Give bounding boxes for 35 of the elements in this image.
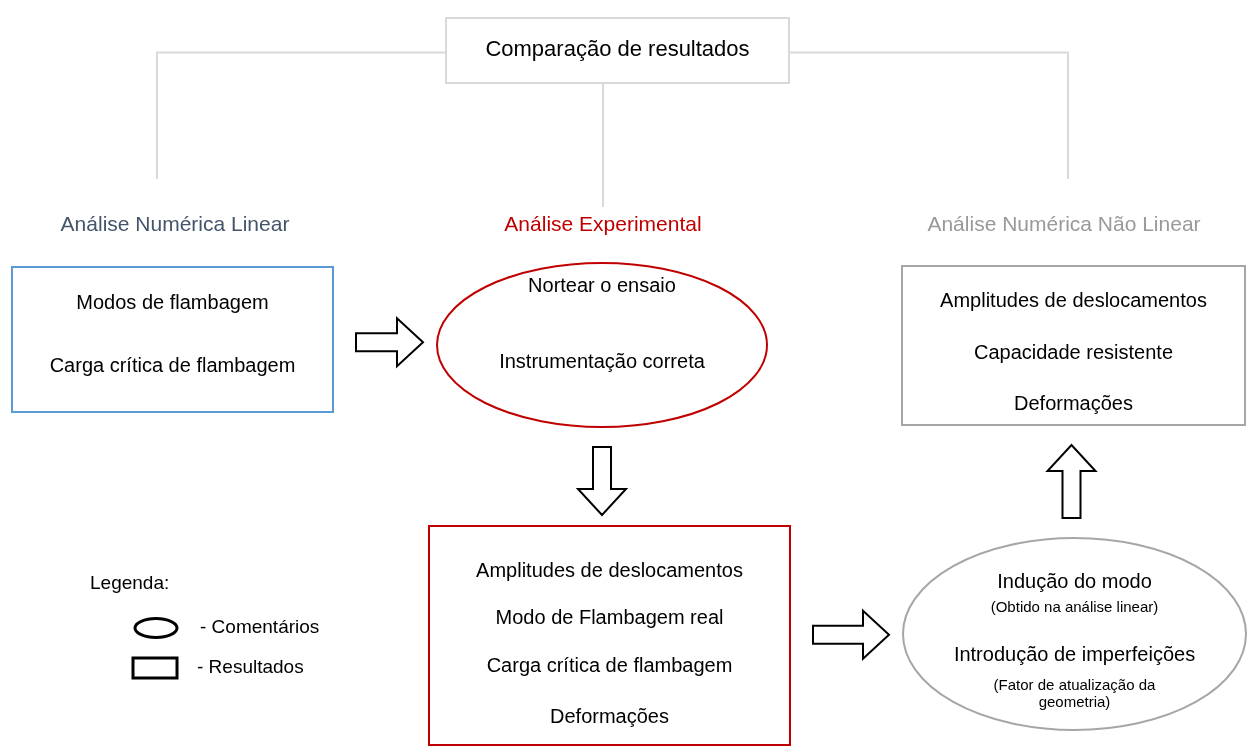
note-text: (Fator de atualização da geometria) — [992, 676, 1157, 710]
legend-title: Legenda: — [90, 572, 170, 594]
item-text: Carga crítica de flambagem — [486, 654, 733, 677]
connector-line — [789, 51, 1069, 180]
block-arrow — [1045, 443, 1098, 519]
legend-text: - Comentários — [200, 616, 320, 638]
title-box — [445, 17, 790, 84]
result-box — [901, 265, 1246, 426]
item-text: Capacidade resistente — [974, 341, 1173, 364]
comment-ellipse — [436, 262, 768, 428]
item-text: Amplitudes de deslocamentos — [940, 289, 1207, 312]
item-text: Deformações — [550, 705, 669, 728]
item-text: Carga crítica de flambagem — [49, 354, 296, 377]
block-arrow — [575, 446, 629, 517]
block-arrow — [812, 608, 891, 662]
heading-text: Análise Numérica Linear — [60, 212, 290, 236]
item-text: Modo de Flambagem real — [495, 606, 724, 629]
item-text: Modos de flambagem — [76, 291, 269, 314]
legend-text: - Resultados — [197, 656, 304, 678]
item-text: Nortear o ensaio — [528, 274, 676, 297]
heading-text: Análise Experimental — [504, 212, 702, 236]
item-text: Instrumentação correta — [499, 350, 705, 373]
result-box — [11, 266, 334, 413]
item-text: Deformações — [1014, 392, 1133, 415]
item-text: Introdução de imperfeições — [953, 643, 1196, 666]
comment-ellipse — [902, 537, 1247, 731]
connector-line — [156, 51, 446, 180]
result-box — [428, 525, 791, 746]
item-text: Comparação de resultados — [485, 36, 750, 62]
block-arrow — [355, 315, 425, 369]
item-text: Amplitudes de deslocamentos — [476, 559, 743, 582]
heading-text: Análise Numérica Não Linear — [927, 212, 1201, 236]
note-text: (Obtido na análise linear) — [990, 598, 1159, 615]
connector-line — [602, 83, 604, 208]
item-text: Indução do modo — [997, 570, 1152, 593]
